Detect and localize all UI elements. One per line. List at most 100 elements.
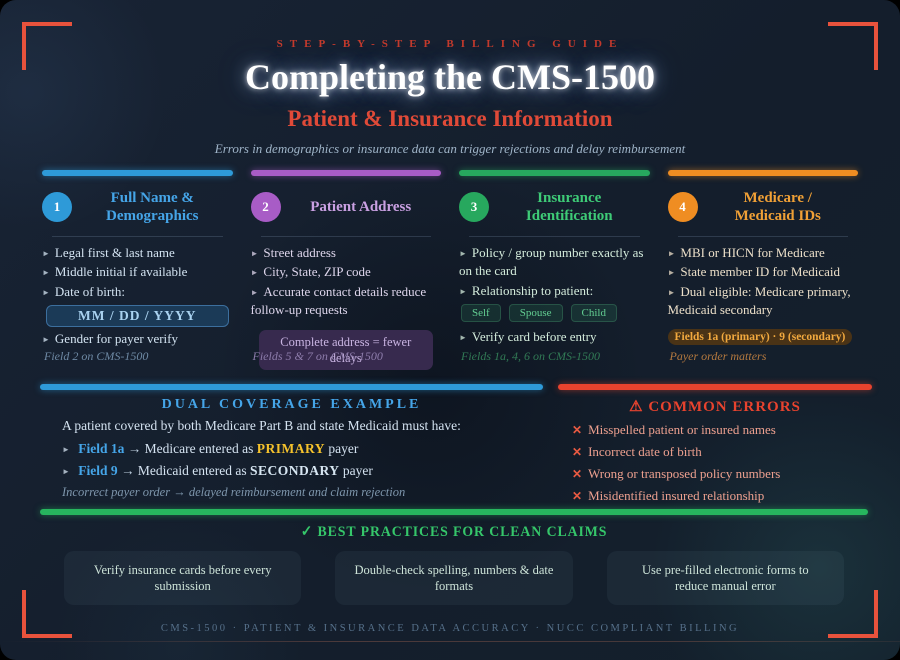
divider — [260, 236, 431, 237]
callout-box: Complete address = fewer delays — [258, 329, 433, 371]
date-format-box: MM / DD / YYYY — [46, 305, 229, 328]
list-item: ►State member ID for Medicaid — [667, 264, 840, 280]
column-title: Patient Address — [310, 198, 412, 215]
common-errors-list: ✕Misspelled patient or insured names ✕In… — [558, 422, 872, 504]
list-item: ►MBI or HICN for Medicare — [667, 245, 825, 260]
column-title: Full Name & Demographics — [106, 189, 199, 224]
list-item: ►Street address — [250, 245, 336, 260]
cross-icon: ✕ — [572, 445, 583, 459]
corner-bracket-icon — [22, 590, 72, 638]
warning-icon: ⚠ — [629, 399, 644, 415]
corner-bracket-icon — [828, 22, 878, 70]
bullet-icon: ► — [250, 268, 259, 278]
section-accent-bar — [40, 384, 543, 390]
dual-coverage-body: A patient covered by both Medicare Part … — [40, 418, 543, 500]
list-item: ►Middle initial if available — [42, 264, 188, 280]
list-item: ►Accurate contact details reduce follow-… — [250, 283, 427, 318]
column-accent-bar — [250, 170, 441, 176]
tag-self: Self — [461, 304, 501, 323]
column-header: 1 Full Name & Demographics — [42, 184, 233, 230]
tag-child: Child — [570, 304, 617, 323]
cross-icon: ✕ — [572, 489, 583, 503]
field-reference-note: Field 2 on CMS-1500 — [44, 349, 149, 363]
list-item: ►Date of birth: — [42, 283, 125, 299]
eyebrow-text: STEP-BY-STEP BILLING GUIDE — [276, 38, 624, 50]
practice-card: Use pre-filled electronic forms to reduc… — [606, 551, 844, 605]
corner-bracket-icon — [828, 590, 878, 638]
practice-card: Double-check spelling, numbers & date fo… — [335, 551, 573, 605]
error-item: ✕Misspelled patient or insured names — [572, 422, 776, 437]
bullet-icon: ► — [250, 287, 259, 297]
column-title: Medicare / Medicaid IDs — [734, 189, 821, 224]
step-column-medicare: 4 Medicare / Medicaid IDs ►MBI or HICN f… — [667, 170, 859, 366]
bullet-icon: ► — [667, 287, 676, 297]
field-reference-note: Fields 1a, 4, 6 on CMS-1500 — [461, 349, 600, 363]
bullet-icon: ► — [62, 445, 70, 454]
field-reference-note: Payer order matters — [669, 349, 767, 363]
list-item: ►Legal first & last name — [42, 245, 175, 260]
divider — [469, 236, 640, 237]
cross-icon: ✕ — [572, 423, 583, 437]
column-header: 4 Medicare / Medicaid IDs — [667, 184, 859, 230]
column-accent-bar — [459, 170, 650, 176]
dual-coverage-row: ► Field 1a → Medicare entered as PRIMARY… — [62, 441, 359, 456]
error-item: ✕Misidentified insured relationship — [572, 488, 765, 503]
bullet-icon: ► — [459, 333, 467, 343]
page-subtitle: Patient & Insurance Information — [287, 106, 613, 131]
dual-coverage-note: Incorrect payer order → delayed reimburs… — [62, 485, 406, 499]
tagline: Errors in demographics or insurance data… — [214, 141, 686, 156]
bullet-icon: ► — [667, 268, 676, 278]
bullet-icon: ► — [42, 335, 50, 345]
list-item: ►Verify card before entry — [459, 329, 597, 345]
step-number-badge: 1 — [42, 192, 72, 222]
emphasis-secondary: SECONDARY — [250, 463, 340, 478]
divider — [52, 236, 223, 237]
field-label: Field 1a — [78, 441, 125, 456]
section-accent-bar — [40, 509, 868, 515]
column-accent-bar — [42, 170, 233, 176]
arrow-icon: → — [127, 441, 142, 456]
field-reference-note: Fields 5 & 7 on CMS-1500 — [252, 349, 383, 363]
list-item: ►Gender for payer verify — [42, 331, 178, 347]
list-item: ►Relationship to patient: — [459, 282, 594, 298]
bullet-icon: ► — [42, 287, 50, 297]
column-header: 3 Insurance Identification — [459, 184, 650, 230]
bullet-icon: ► — [42, 249, 50, 258]
footer-text: CMS-1500 · PATIENT & INSURANCE DATA ACCU… — [160, 623, 740, 634]
error-item: ✕Incorrect date of birth — [572, 444, 702, 459]
middle-row: DUAL COVERAGE EXAMPLE A patient covered … — [40, 384, 872, 510]
dual-coverage-intro: A patient covered by both Medicare Part … — [62, 418, 461, 433]
dual-coverage-heading: DUAL COVERAGE EXAMPLE — [161, 397, 422, 412]
step-number-badge: 2 — [250, 192, 281, 222]
bullet-icon: ► — [459, 286, 467, 296]
steps-row: 1 Full Name & Demographics ►Legal first … — [42, 170, 859, 371]
bullet-icon: ► — [250, 249, 259, 258]
common-errors-heading: ⚠ COMMON ERRORS — [629, 399, 801, 415]
header: STEP-BY-STEP BILLING GUIDE Completing th… — [0, 38, 900, 157]
divider — [677, 236, 848, 237]
relationship-tags: Self Spouse Child — [461, 304, 650, 323]
dual-coverage-panel: DUAL COVERAGE EXAMPLE A patient covered … — [40, 384, 543, 510]
best-practices-heading: ✓ BEST PRACTICES FOR CLEAN CLAIMS — [300, 524, 608, 540]
section-accent-bar — [558, 384, 872, 390]
page-title: Completing the CMS-1500 — [245, 57, 655, 97]
error-item: ✕Wrong or transposed policy numbers — [572, 466, 781, 481]
bullet-icon: ► — [667, 249, 676, 258]
column-title: Insurance Identification — [525, 189, 613, 224]
step-column-demographics: 1 Full Name & Demographics ►Legal first … — [42, 170, 233, 366]
fields-badge: Fields 1a (primary) · 9 (secondary) — [667, 328, 853, 345]
bullet-icon: ► — [62, 467, 70, 476]
emphasis-primary: PRIMARY — [256, 441, 325, 456]
practice-card: Verify insurance cards before every subm… — [64, 551, 302, 605]
arrow-icon: → — [121, 463, 135, 478]
tag-spouse: Spouse — [508, 304, 563, 323]
best-practices-cards: Verify insurance cards before every subm… — [64, 551, 844, 605]
best-practices-panel: ✓ BEST PRACTICES FOR CLEAN CLAIMS Verify… — [40, 509, 868, 605]
list-item: ►Dual eligible: Medicare primary, Medica… — [667, 283, 851, 318]
bullet-icon: ► — [459, 249, 467, 258]
footer-divider — [0, 641, 900, 642]
column-header: 2 Patient Address — [250, 184, 442, 230]
list-item: ►Policy / group number exactly as on the… — [459, 245, 644, 279]
step-number-badge: 4 — [667, 192, 698, 222]
